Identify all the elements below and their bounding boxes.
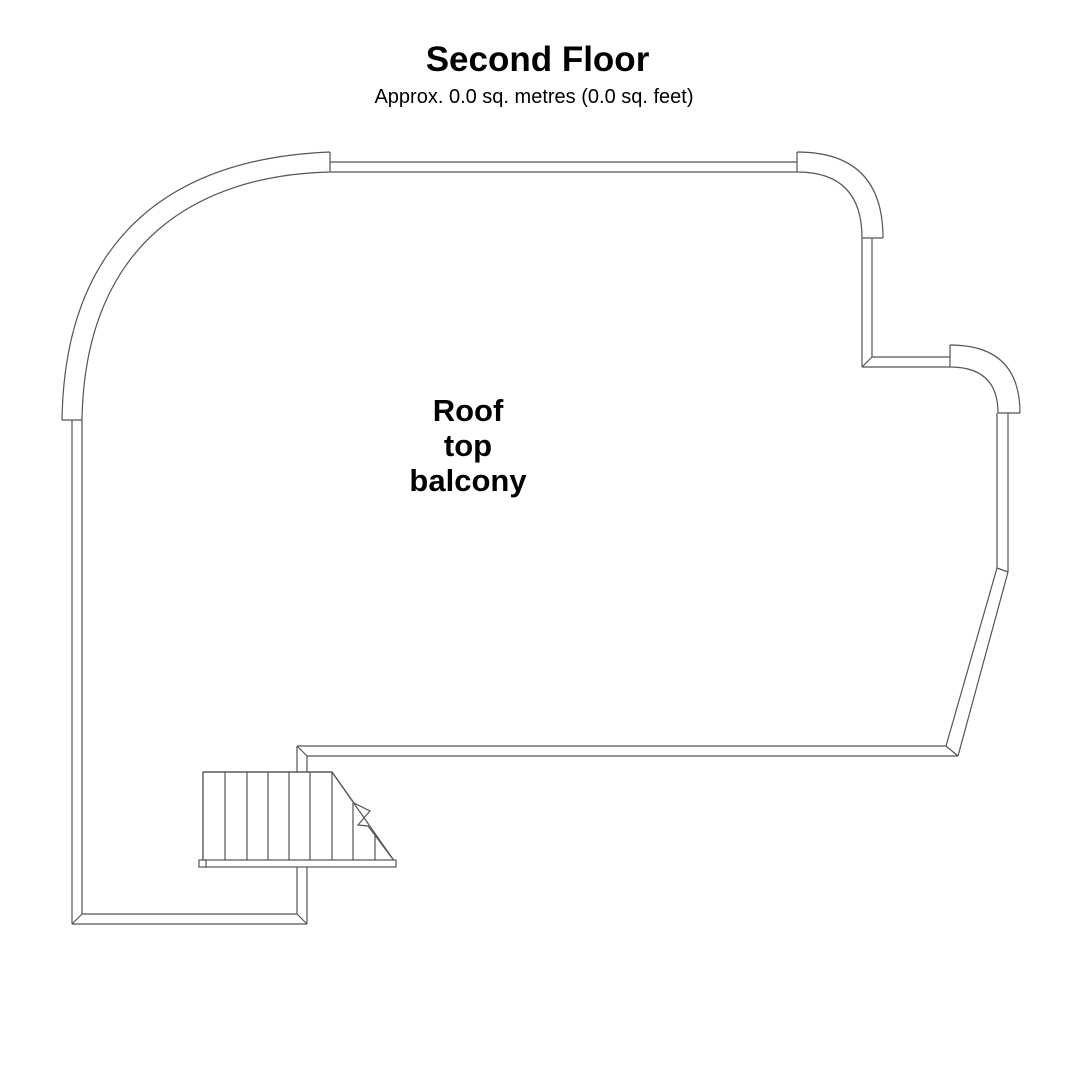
wall-middle-horizontal — [861, 356, 950, 368]
wall-top — [330, 161, 797, 173]
wall-curved-right — [949, 344, 1021, 414]
floor-title: Second Floor — [425, 40, 650, 79]
room-label-line: top — [443, 428, 493, 463]
wall-diagonal — [945, 567, 1009, 757]
wall-lower-horizontal — [297, 745, 959, 757]
wall-bottom — [71, 913, 308, 925]
wall-right — [996, 413, 1009, 572]
wall-curved-top-right — [796, 151, 884, 239]
floor-area-subtitle: Approx. 0.0 sq. metres (0.0 sq. feet) — [374, 86, 694, 108]
room-label-line: balcony — [409, 463, 527, 498]
room-label-line: Roof — [432, 393, 504, 428]
wall-middle-vertical — [861, 238, 873, 367]
room-label-roof-top-balcony: Roof top balcony — [368, 393, 568, 498]
wall-curved-left — [61, 151, 331, 421]
staircase — [198, 771, 397, 868]
wall-left — [71, 420, 83, 924]
